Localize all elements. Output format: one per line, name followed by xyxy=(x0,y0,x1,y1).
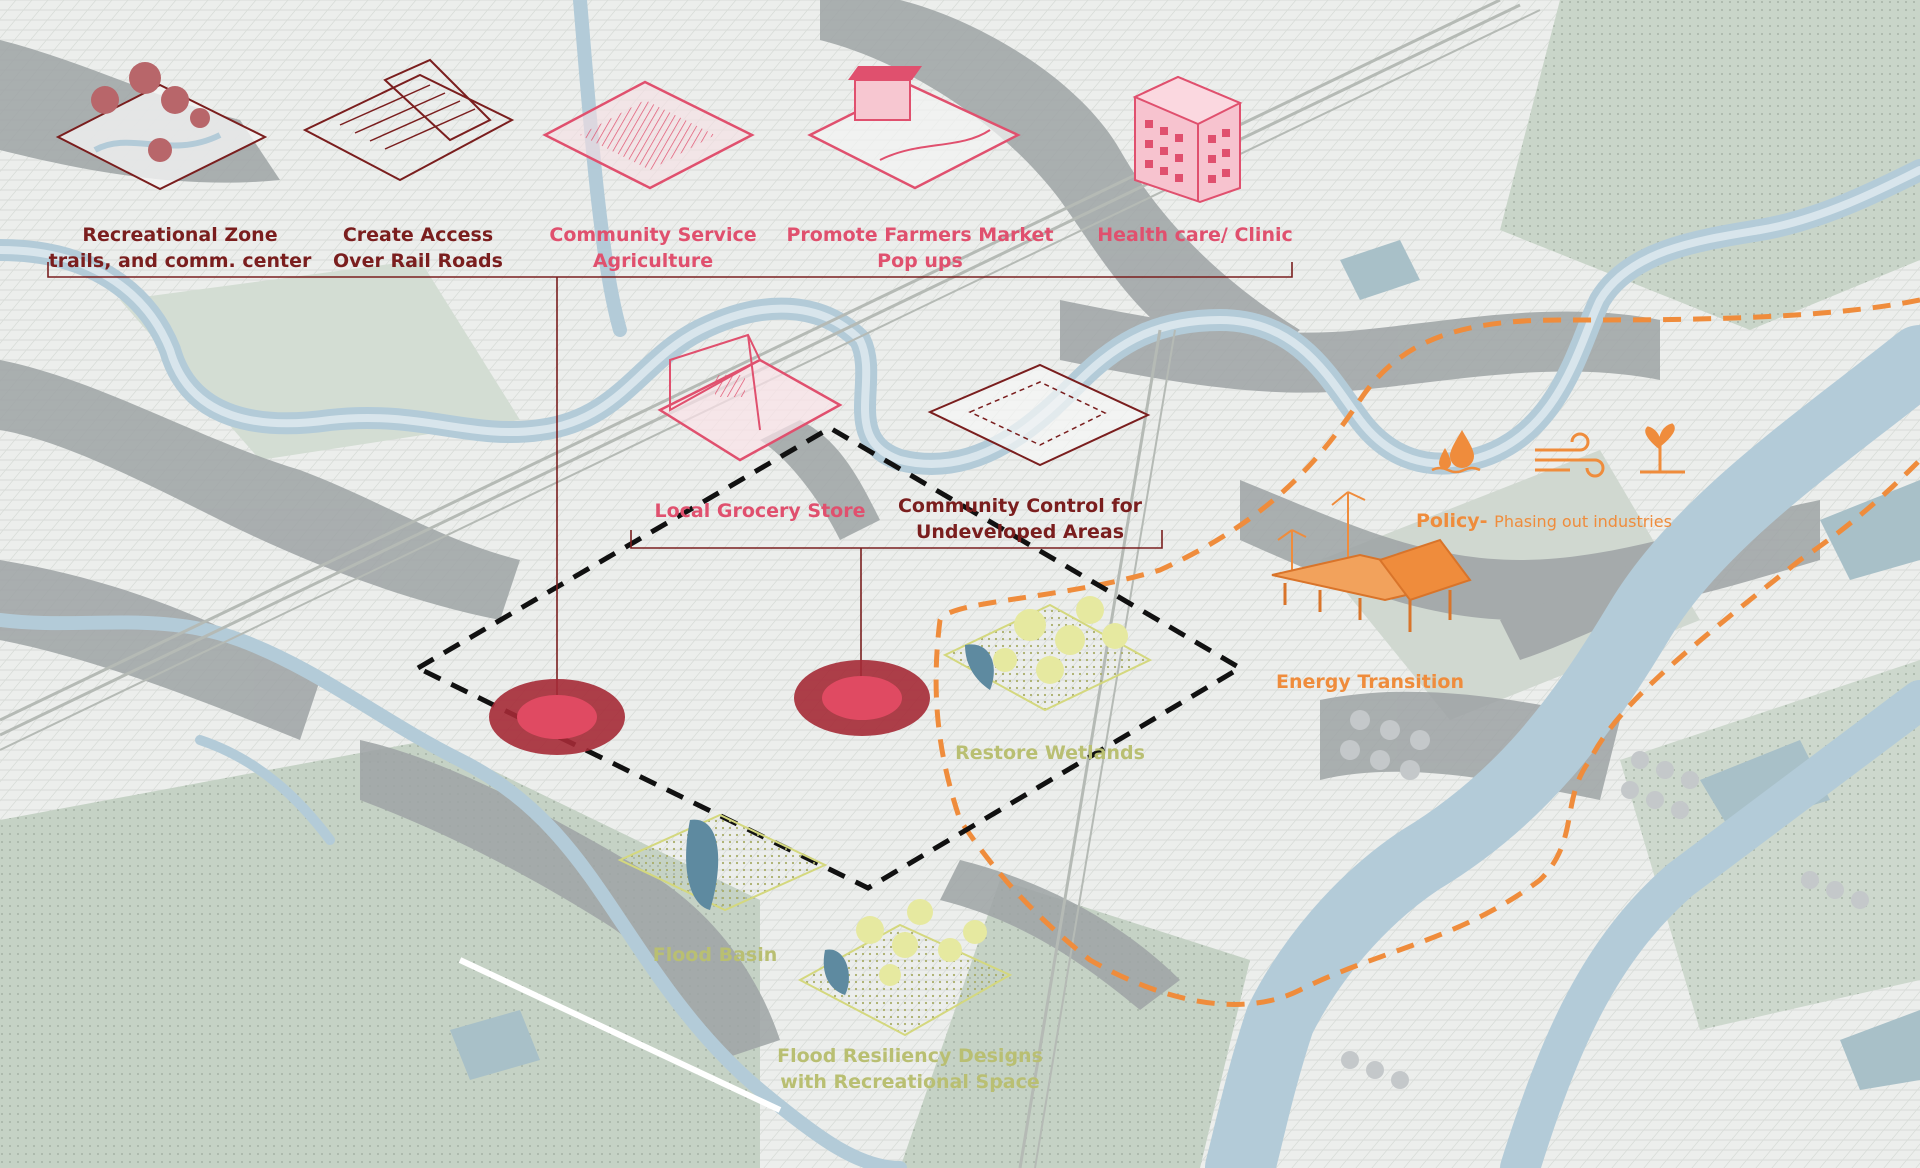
label-health-care: Health care/ Clinic xyxy=(1080,222,1310,248)
wind-icon xyxy=(1535,432,1605,478)
solar-panels-icon xyxy=(1271,491,1472,632)
label-line: trails, and comm. center xyxy=(48,250,312,272)
label-restore-wetlands: Restore Wetlands xyxy=(945,740,1155,766)
basin-icon xyxy=(617,813,828,912)
label-line: Over Rail Roads xyxy=(333,250,503,272)
trees-park-icon xyxy=(55,62,268,191)
crop-field-icon xyxy=(542,80,755,190)
plant-icon xyxy=(1640,423,1685,474)
focus-area-boundary xyxy=(412,425,1245,891)
label-line: Promote Farmers Market xyxy=(786,224,1054,246)
rail-corridor xyxy=(0,0,1541,1168)
label-policy: Policy- Phasing out industries xyxy=(1416,508,1696,535)
label-line: Create Access xyxy=(342,224,494,246)
label-farmers-market: Promote Farmers Market Pop ups xyxy=(780,222,1060,274)
water-drop-icon xyxy=(1431,430,1481,474)
ponds xyxy=(450,240,1920,1090)
label-line: Flood Basin xyxy=(652,944,778,966)
label-flood-basin: Flood Basin xyxy=(630,942,800,968)
industrial-boundary xyxy=(933,297,1920,1007)
label-energy-transition: Energy Transition xyxy=(1255,669,1485,695)
label-grocery-store: Local Grocery Store xyxy=(640,498,880,524)
parcel-grid-icon xyxy=(927,363,1151,467)
label-line: Community Service xyxy=(549,224,757,246)
location-marker-east[interactable] xyxy=(794,660,930,736)
industrial-tanks xyxy=(1340,710,1869,1089)
location-marker-west[interactable] xyxy=(489,679,625,755)
label-community-agriculture: Community Service Agriculture xyxy=(543,222,763,274)
label-flood-resiliency: Flood Resiliency Designs with Recreation… xyxy=(760,1043,1060,1095)
label-line: Health care/ Clinic xyxy=(1097,224,1293,246)
label-line: Agriculture xyxy=(592,250,714,272)
flood-park-icon xyxy=(797,899,1013,1037)
label-line: Restore Wetlands xyxy=(955,742,1145,764)
policy-title: Policy- xyxy=(1416,510,1488,532)
label-line: Undeveloped Areas xyxy=(915,521,1125,543)
label-line: with Recreational Space xyxy=(780,1071,1040,1093)
stair-bridge-icon xyxy=(302,58,515,182)
label-line: Local Grocery Store xyxy=(654,500,866,522)
label-rail-access: Create Access Over Rail Roads xyxy=(318,222,518,274)
label-line: Pop ups xyxy=(877,250,963,272)
policy-text: Phasing out industries xyxy=(1494,512,1672,531)
wetland-trees-icon xyxy=(942,596,1153,712)
label-line: Community Control for xyxy=(897,495,1143,517)
grocery-store-icon xyxy=(657,333,843,462)
label-line: Flood Resiliency Designs xyxy=(777,1045,1043,1067)
label-community-control: Community Control for Undeveloped Areas xyxy=(890,493,1150,545)
label-recreational-zone: Recreational Zone trails, and comm. cent… xyxy=(40,222,320,274)
label-line: Recreational Zone xyxy=(82,224,278,246)
label-line: Energy Transition xyxy=(1276,671,1464,693)
market-stall-icon xyxy=(807,66,1021,190)
clinic-building-icon xyxy=(1132,75,1243,204)
